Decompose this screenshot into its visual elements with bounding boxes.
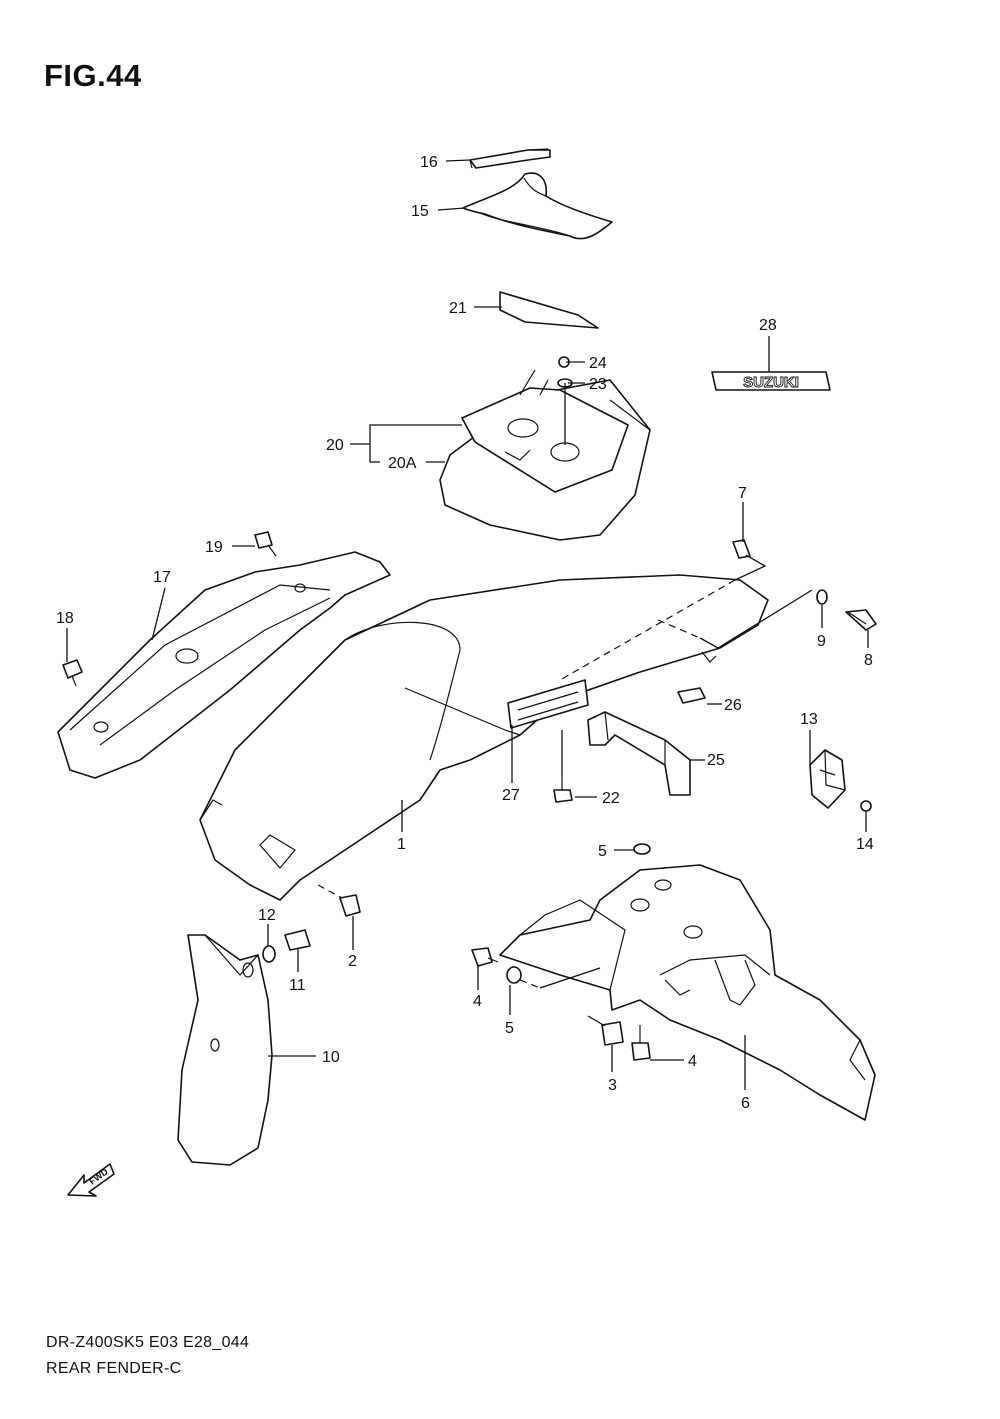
emblem-text: SUZUKI: [743, 374, 799, 391]
rear-fender-part[interactable]: [199, 574, 769, 901]
tool-bag-part[interactable]: [462, 172, 613, 240]
grommet-part-5a[interactable]: [633, 843, 651, 855]
washer-part-9[interactable]: [816, 589, 828, 605]
bolt-part-22[interactable]: [553, 775, 573, 803]
callout-21: 21: [449, 300, 467, 317]
callout-26: 26: [724, 697, 742, 714]
callout-12: 12: [258, 907, 276, 924]
screw-part-14[interactable]: [860, 800, 872, 812]
mud-flap-part[interactable]: [177, 934, 273, 1166]
callout-5b: 5: [505, 1020, 514, 1037]
grip-handle-part[interactable]: [587, 711, 691, 796]
callout-16: 16: [420, 154, 438, 171]
strap-part[interactable]: [469, 148, 551, 169]
callout-7: 7: [738, 485, 747, 502]
callout-13: 13: [800, 711, 818, 728]
bracket-part-13[interactable]: [809, 749, 846, 809]
forward-arrow-icon: FWD: [67, 1163, 115, 1197]
callout-6: 6: [741, 1095, 750, 1112]
bolt-part-4a[interactable]: [471, 947, 499, 967]
bolt-part-8[interactable]: [845, 609, 877, 631]
callout-18: 18: [56, 610, 74, 627]
callout-20: 20: [326, 437, 344, 454]
callout-15: 15: [411, 203, 429, 220]
frame-cover-part[interactable]: [57, 551, 391, 779]
model-code: DR-Z400SK5 E03 E28_044: [46, 1334, 250, 1351]
tool-box-part[interactable]: [439, 369, 651, 541]
pad-part-26[interactable]: [677, 687, 706, 704]
callout-27: 27: [502, 787, 520, 804]
clip-part-3[interactable]: [601, 1021, 624, 1046]
callout-9: 9: [817, 633, 826, 650]
callout-19: 19: [205, 539, 223, 556]
callout-17: 17: [153, 569, 171, 586]
screw-part-18[interactable]: [62, 659, 83, 687]
callout-labels: 16 15 21 24 23 28 20 20A 7 19 17 18 9 8 …: [56, 154, 874, 1112]
callout-4a: 4: [473, 993, 482, 1010]
clip-part-7[interactable]: [732, 539, 751, 559]
callout-14: 14: [856, 836, 874, 853]
callout-25: 25: [707, 752, 725, 769]
lower-fender-part[interactable]: [499, 864, 876, 1121]
callout-3: 3: [608, 1077, 617, 1094]
bolt-part-2[interactable]: [339, 894, 361, 917]
callout-5a: 5: [598, 843, 607, 860]
grommet-part-5b[interactable]: [506, 966, 522, 984]
bolt-part-4b[interactable]: [631, 1025, 651, 1061]
callout-22: 22: [602, 790, 620, 807]
suzuki-emblem-part[interactable]: SUZUKI: [711, 371, 831, 391]
callout-10: 10: [322, 1049, 340, 1066]
screw-part-19[interactable]: [254, 531, 277, 557]
leader-lines: [66, 159, 869, 1090]
section-name: REAR FENDER-C: [46, 1360, 182, 1377]
pad-part[interactable]: [499, 291, 599, 329]
callout-24: 24: [589, 355, 607, 372]
bolt-part-11[interactable]: [284, 929, 311, 951]
figure-title: FIG.44: [44, 58, 142, 93]
callout-8: 8: [864, 652, 873, 669]
callout-28: 28: [759, 317, 777, 334]
washer-part-12[interactable]: [262, 945, 276, 963]
callout-20a: 20A: [388, 455, 417, 472]
callout-11: 11: [289, 977, 306, 994]
callout-1: 1: [397, 836, 406, 853]
callout-2: 2: [348, 953, 357, 970]
callout-23: 23: [589, 376, 607, 393]
callout-4b: 4: [688, 1053, 697, 1070]
